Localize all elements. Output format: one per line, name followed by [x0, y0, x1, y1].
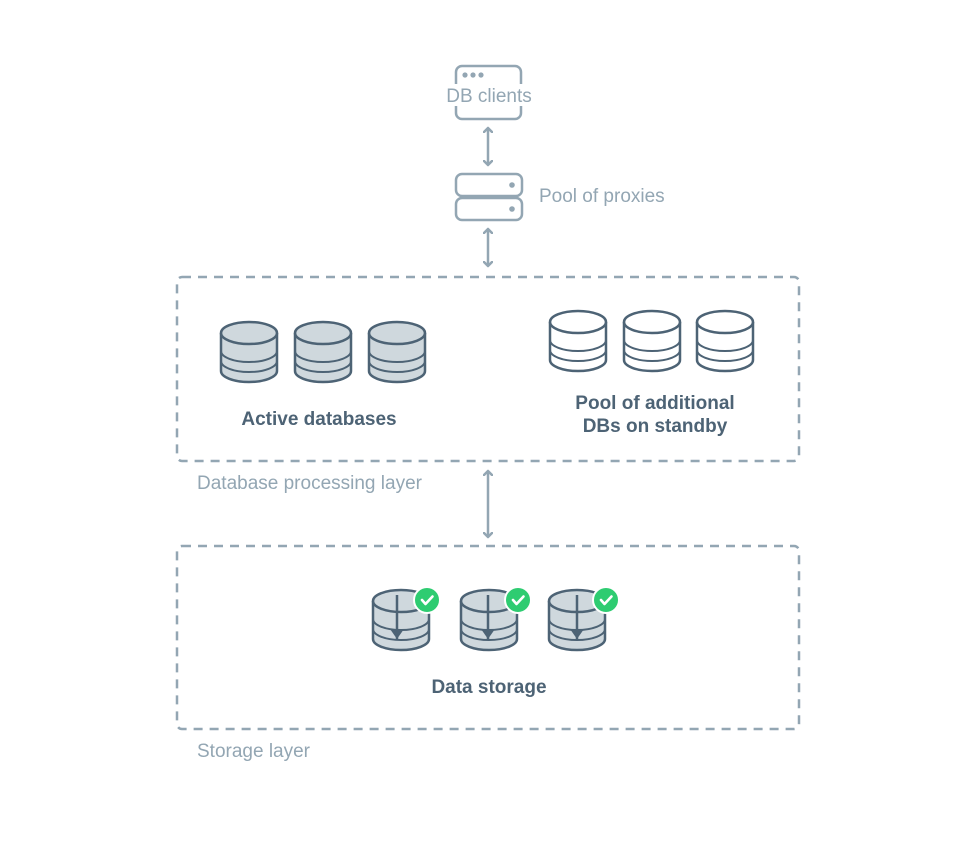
check-badge-icon: [504, 586, 532, 614]
outline-database-icon: [695, 309, 755, 373]
processing-layer-label: Database processing layer: [197, 473, 423, 494]
data-storage-label: Data storage: [431, 677, 546, 698]
check-badge-icon: [592, 586, 620, 614]
storage-layer-label: Storage layer: [197, 741, 311, 762]
filled-database-icon: [293, 320, 353, 384]
active-databases-label: Active databases: [241, 409, 396, 430]
standby-label-line2: DBs on standby: [583, 416, 728, 437]
database-download-icon: [459, 588, 519, 652]
filled-database-icon: [219, 320, 279, 384]
db-clients-label: DB clients: [446, 86, 532, 107]
storage-layer-box: [175, 544, 801, 731]
filled-database-icon: [367, 320, 427, 384]
outline-database-icon: [622, 309, 682, 373]
standby-label-line1: Pool of additional: [575, 393, 734, 414]
outline-database-icon: [548, 309, 608, 373]
proxies-label: Pool of proxies: [539, 186, 665, 207]
processing-layer-box: [175, 275, 801, 463]
server-stack-icon: [454, 172, 524, 222]
check-badge-icon: [413, 586, 441, 614]
database-download-icon: [547, 588, 607, 652]
